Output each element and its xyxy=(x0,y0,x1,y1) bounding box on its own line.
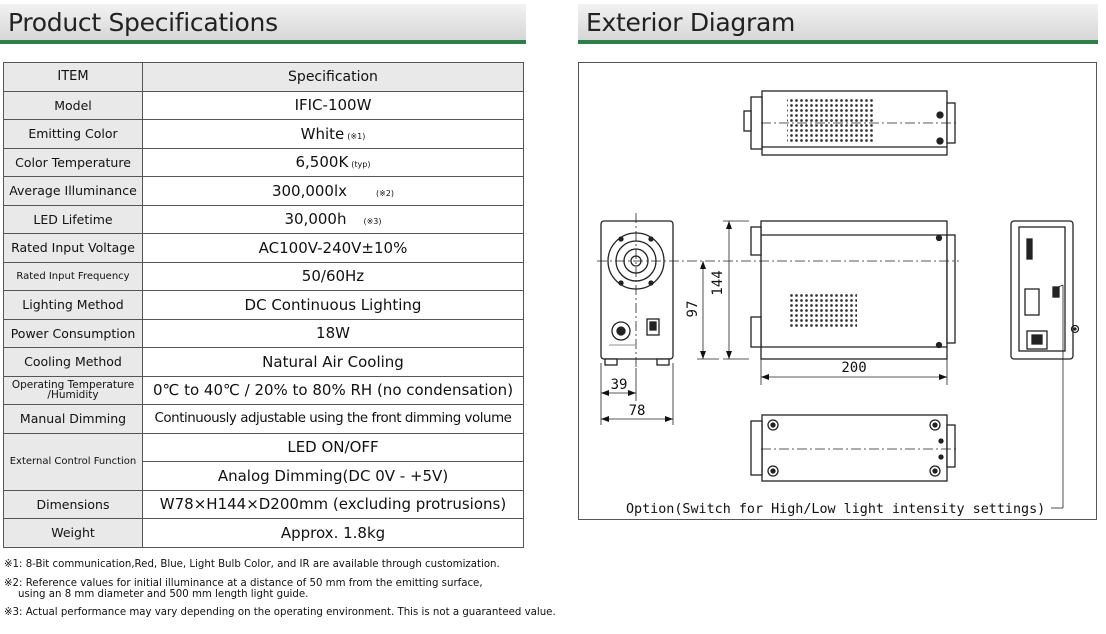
row-key: Lighting Method xyxy=(3,290,143,320)
footnote-ref: (※3) xyxy=(363,217,382,227)
column-header-item: ITEM xyxy=(3,62,143,92)
row-value: 0℃ to 40℃ / 20% to 80% RH (no condensati… xyxy=(142,375,524,405)
dim-200: 200 xyxy=(841,360,866,376)
value-text: 30,000h xyxy=(284,210,347,229)
footnote-2-cont: using an 8 mm diameter and 500 mm length… xyxy=(18,589,309,600)
row-value: 18W xyxy=(142,318,524,348)
footnotes: ※1: 8-Bit communication,Red, Blue, Light… xyxy=(4,559,644,618)
table-row: Average Illuminance 300,000lx (※2) xyxy=(3,176,524,206)
exterior-diagram: 144 97 200 39 78 Option(Switch for High/… xyxy=(578,62,1097,520)
row-value: DC Continuous Lighting xyxy=(142,290,524,320)
table-row: LED Lifetime 30,000h (※3) xyxy=(3,204,524,234)
section-title: Product Specifications xyxy=(8,8,278,37)
table-row: Model IFIC-100W xyxy=(3,90,524,120)
row-value: Approx. 1.8kg xyxy=(142,518,524,548)
table-row: Color Temperature 6,500K(typ) xyxy=(3,147,524,177)
value-text: 300,000lx xyxy=(271,181,348,200)
row-value: IFIC-100W xyxy=(142,90,524,120)
value-text: IFIC-100W xyxy=(294,96,372,115)
dimension-lines xyxy=(600,220,1064,509)
bottom-view xyxy=(750,414,956,482)
row-key: Dimensions xyxy=(3,489,143,519)
side-view xyxy=(750,220,956,360)
row-key: Power Consumption xyxy=(3,318,143,348)
row-key: Rated Input Frequency xyxy=(3,261,143,291)
row-value: White(※1) xyxy=(142,119,524,149)
row-key: Average Illuminance xyxy=(3,176,143,206)
row-value: LED ON/OFF xyxy=(142,432,524,462)
table-row: Rated Input Frequency 50/60Hz xyxy=(3,261,524,291)
front-view xyxy=(600,220,674,366)
row-value: 6,500K(typ) xyxy=(142,147,524,177)
table-row: Lighting Method DC Continuous Lighting xyxy=(3,290,524,320)
row-value: 300,000lx (※2) xyxy=(142,176,524,206)
section-title: Exterior Diagram xyxy=(586,8,796,37)
footnote-2: ※2: Reference values for initial illumin… xyxy=(4,577,483,589)
arrowheads xyxy=(601,221,947,422)
row-key: Weight xyxy=(3,518,143,548)
section-header-diagram: Exterior Diagram xyxy=(578,4,1098,44)
table-row: Emitting Color White(※1) xyxy=(3,119,524,149)
dim-39: 39 xyxy=(611,377,628,393)
row-key: External Control Function xyxy=(3,432,143,491)
footnote-3: ※3: Actual performance may vary dependin… xyxy=(4,606,556,618)
row-key: Color Temperature xyxy=(3,147,143,177)
footnote-1: ※1: 8-Bit communication,Red, Blue, Light… xyxy=(4,559,500,570)
value-text: White xyxy=(300,124,345,143)
option-label: Option(Switch for High/Low light intensi… xyxy=(626,502,1045,517)
row-key: Emitting Color xyxy=(3,119,143,149)
row-key: Operating Temperature /Humidity xyxy=(3,375,143,405)
table-row: Power Consumption 18W xyxy=(3,318,524,348)
table-row: Rated Input Voltage AC100V-240V±10% xyxy=(3,233,524,263)
dim-144: 144 xyxy=(710,270,726,295)
table-row: Analog Dimming(DC 0V - +5V) xyxy=(4,461,524,491)
table-row: Manual Dimming Continuously adjustable u… xyxy=(3,404,524,434)
back-view xyxy=(1010,220,1080,360)
table-row: Dimensions W78×H144×D200mm (excluding pr… xyxy=(3,489,524,519)
row-value: W78×H144×D200mm (excluding protrusions) xyxy=(142,489,524,519)
row-value: Natural Air Cooling xyxy=(142,347,524,377)
row-key: LED Lifetime xyxy=(3,204,143,234)
table-row: Operating Temperature /Humidity 0℃ to 40… xyxy=(3,375,524,405)
dim-78: 78 xyxy=(629,403,646,419)
footnote-ref: (※2) xyxy=(376,188,395,198)
row-key: Cooling Method xyxy=(3,347,143,377)
footnote-ref: (※1) xyxy=(347,131,366,141)
value-text: 6,500K xyxy=(295,153,349,172)
diagram-drawing: 144 97 200 39 78 Option(Switch for High/… xyxy=(597,90,1080,517)
table-row: Cooling Method Natural Air Cooling xyxy=(3,347,524,377)
row-value: AC100V-240V±10% xyxy=(142,233,524,263)
row-key: Model xyxy=(3,90,143,120)
column-header-spec: Specification xyxy=(142,62,524,92)
row-value: Analog Dimming(DC 0V - +5V) xyxy=(142,461,524,491)
table-header-row: ITEM Specification xyxy=(3,62,524,92)
row-value: 30,000h (※3) xyxy=(142,204,524,234)
row-value: Continuously adjustable using the front … xyxy=(142,404,524,434)
spec-table: ITEM Specification Model IFIC-100W Emitt… xyxy=(3,62,524,548)
row-value: 50/60Hz xyxy=(142,261,524,291)
row-key: Rated Input Voltage xyxy=(3,233,143,263)
row-key: Manual Dimming xyxy=(3,404,143,434)
table-row: External Control Function LED ON/OFF xyxy=(3,432,524,491)
dim-97: 97 xyxy=(685,301,701,318)
center-lines xyxy=(597,122,959,450)
footnote-ref: (typ) xyxy=(351,160,371,170)
section-header-specifications: Product Specifications xyxy=(0,4,526,44)
table-row: Weight Approx. 1.8kg xyxy=(3,518,524,548)
